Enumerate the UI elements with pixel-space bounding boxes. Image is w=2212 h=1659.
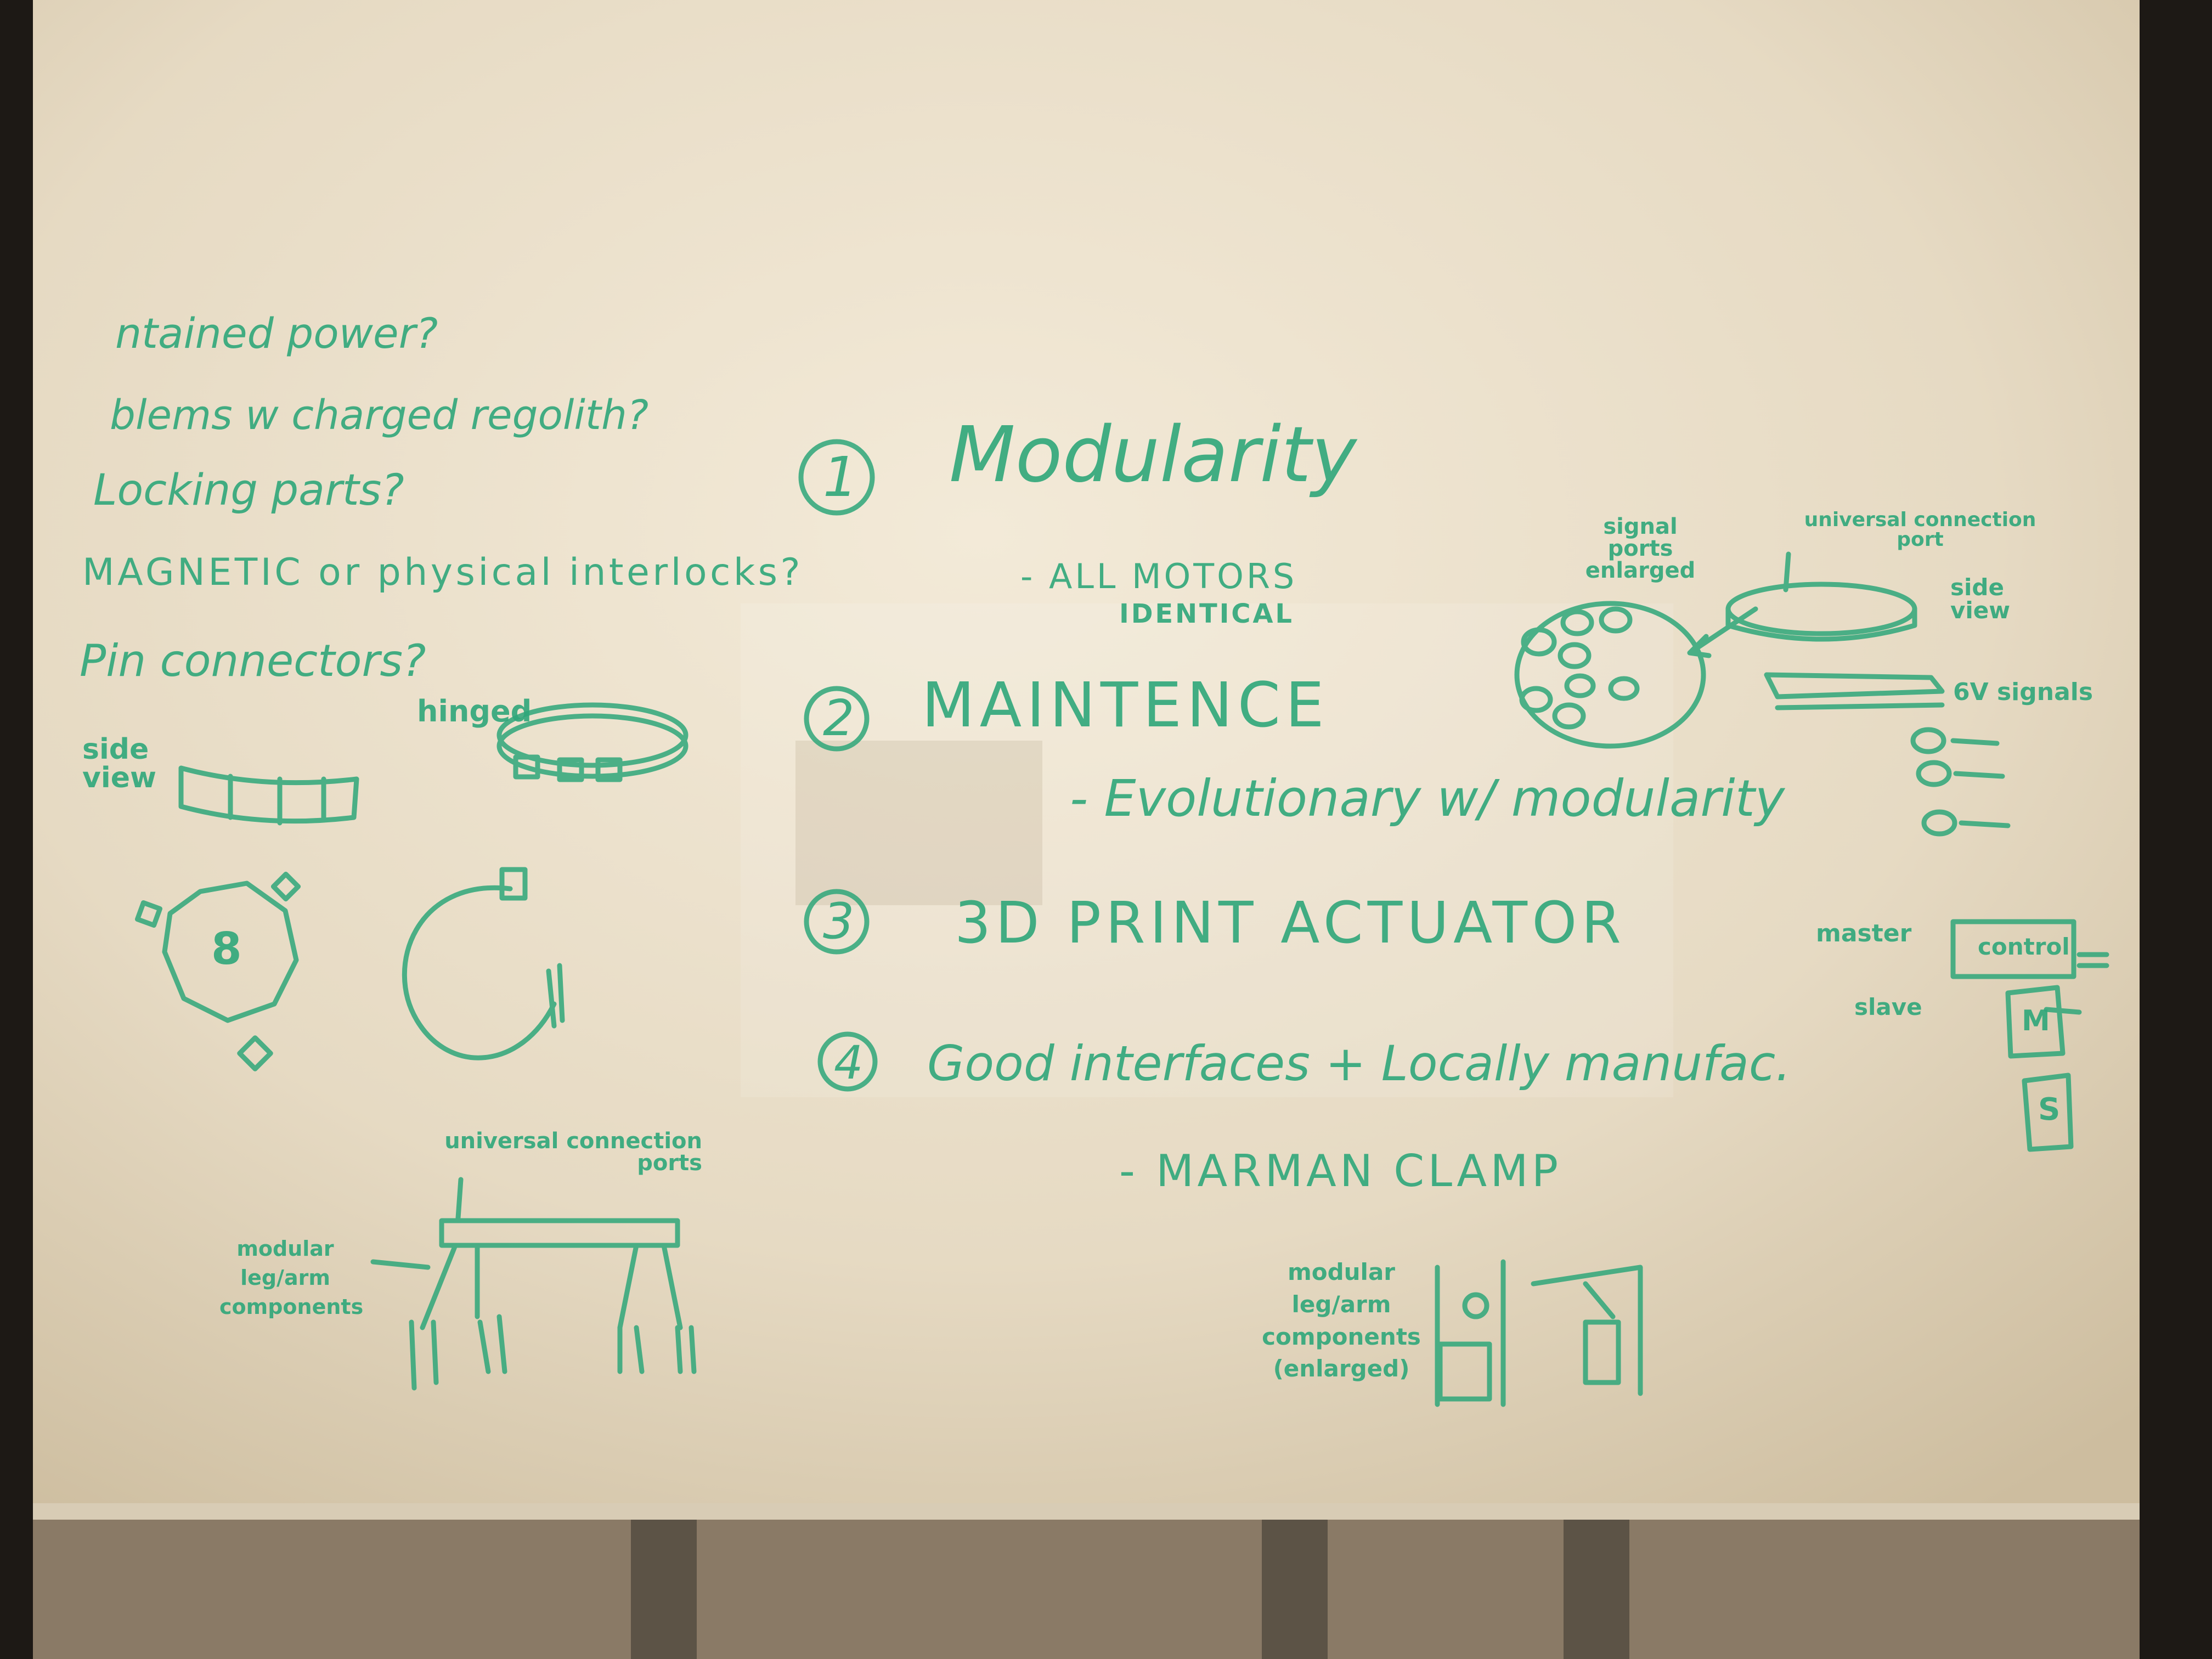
- list-number-4: 4: [834, 1036, 864, 1090]
- list-title-3: 3D PRINT ACTUATOR: [955, 889, 1626, 956]
- list-number-circles: [798, 439, 878, 1092]
- label-control-box: control: [1978, 933, 2070, 960]
- list-title-4: Good interfaces + Locally manufac.: [927, 1035, 1791, 1092]
- enlarged-leg-sketch: [1435, 1259, 1643, 1407]
- board-surface: [33, 0, 2140, 1520]
- list-title-1: Modularity: [949, 410, 1357, 500]
- modular-leg-assembly-sketch: [370, 1177, 697, 1391]
- universal-port-ring-sketch: [1725, 551, 1945, 710]
- list-number-2: 2: [823, 690, 855, 747]
- label-slave: slave: [1854, 994, 1922, 1020]
- label-universal-ports-bottom: universal connection ports: [444, 1128, 702, 1176]
- label-signals: 6V signals: [1953, 678, 2094, 706]
- left-note-2: blems w charged regolith?: [110, 392, 649, 439]
- list-sub-2: - Evolutionary w/ modularity: [1070, 769, 1785, 828]
- master-slave-sketch: [1950, 919, 2109, 1152]
- loop-sketch: [402, 867, 565, 1060]
- list-number-1: 1: [823, 445, 858, 509]
- hinged-ring-sketch: [496, 702, 689, 782]
- label-s-box: S: [2038, 1092, 2061, 1127]
- chair-leg-1: [631, 1520, 697, 1659]
- ring-side-view-sketch: [178, 765, 359, 826]
- floor: [33, 1514, 2140, 1659]
- list-title-2: MAINTENCE: [922, 670, 1329, 741]
- reflection-panel: [795, 741, 1042, 905]
- label-hinged: hinged: [417, 694, 532, 729]
- frame-right: [2140, 0, 2212, 1659]
- left-note-3: Locking parts?: [93, 466, 404, 515]
- list-number-3: 3: [823, 893, 855, 950]
- label-m-box: M: [2022, 1005, 2050, 1037]
- octagon-sketch: [134, 871, 301, 1071]
- label-signal-ports: signal ports enlarged: [1585, 514, 1696, 583]
- label-universal-port-right: universal connection port: [1804, 509, 2036, 551]
- list-sub2-1: IDENTICAL: [1119, 599, 1294, 629]
- signal-port-disc-sketch: [1514, 601, 1758, 749]
- list-sub-1: - ALL MOTORS: [1020, 556, 1297, 596]
- label-side-view-right: side view: [1950, 574, 2011, 624]
- chair-leg-2: [1262, 1520, 1328, 1659]
- label-master: master: [1816, 919, 1912, 947]
- signal-legend-sketch: [1910, 727, 2011, 837]
- label-octagon-number: 8: [211, 923, 242, 974]
- frame-left: [0, 0, 33, 1659]
- list-sub-4: - MARMAN CLAMP: [1119, 1146, 1562, 1197]
- label-modular-leg-left: modular leg/arm components: [219, 1237, 364, 1319]
- left-note-1: ntained power?: [115, 309, 438, 358]
- label-modular-leg-right: modular leg/arm components (enlarged): [1262, 1259, 1421, 1383]
- chair-leg-3: [1564, 1520, 1629, 1659]
- left-note-5: Pin connectors?: [80, 635, 426, 686]
- board-bottom-rail: [33, 1503, 2140, 1520]
- left-note-4: MAGNETIC or physical interlocks?: [82, 551, 804, 594]
- label-side-view-left: side view: [82, 733, 157, 794]
